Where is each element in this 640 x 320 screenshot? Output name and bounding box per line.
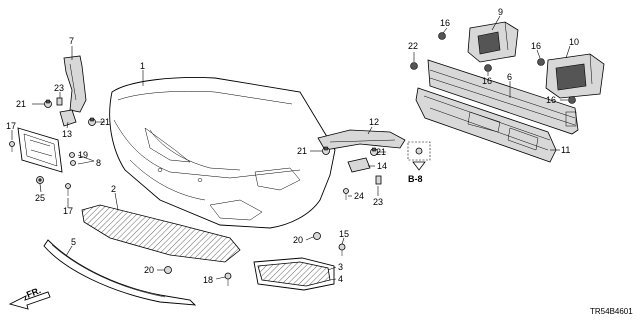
side-mounting-bracket (317, 129, 406, 151)
license-plate-base (17, 127, 63, 173)
callout-22: 22 (408, 41, 418, 51)
callout-17a: 17 (6, 121, 16, 131)
callout-21b: 21 (100, 117, 110, 127)
bolt-16d (568, 96, 576, 104)
callout-16c: 16 (531, 41, 541, 51)
callout-23b: 23 (373, 197, 383, 207)
callout-4: 4 (338, 274, 343, 284)
callout-16d: 16 (546, 95, 556, 105)
nut-25 (36, 176, 44, 184)
clip-23b (375, 175, 382, 185)
screw-15 (338, 243, 346, 256)
fasteners (9, 32, 576, 286)
screw-19 (69, 152, 76, 166)
callout-20a: 20 (293, 235, 303, 245)
callout-11: 11 (561, 145, 570, 155)
callout-12: 12 (369, 117, 379, 127)
callout-3: 3 (338, 262, 343, 272)
clip-21d (370, 147, 378, 156)
callout-15: 15 (339, 229, 349, 239)
callout-18: 18 (203, 275, 213, 285)
clip-20b (164, 266, 172, 274)
lower-grille (81, 204, 241, 263)
lower-molding (43, 239, 197, 306)
front-direction-arrow (8, 291, 51, 310)
beam-extension-lower (545, 53, 605, 99)
callout-25: 25 (35, 193, 45, 203)
callout-7: 7 (69, 36, 74, 46)
leader-lines (11, 15, 571, 281)
callout-16a: 16 (440, 18, 450, 28)
clip-21b (88, 117, 96, 126)
clip-21c (322, 146, 330, 155)
callout-2: 2 (111, 184, 116, 194)
callout-10: 10 (569, 37, 579, 47)
callout-8: 8 (96, 158, 101, 168)
clip-21a (44, 99, 52, 108)
bolt-16c (537, 58, 545, 66)
bracket-13 (59, 109, 77, 127)
bracket-14 (347, 157, 371, 173)
screw-18 (224, 272, 232, 286)
callout-21d: 21 (376, 147, 386, 157)
callout-21a: 21 (16, 99, 26, 109)
ref-b8 (407, 141, 431, 171)
callout-21c: 21 (297, 146, 307, 156)
callout-13: 13 (62, 129, 72, 139)
screw-24 (343, 188, 349, 200)
bolt-16b (484, 64, 492, 72)
callout-labels: 1 2 3 4 5 6 7 8 9 10 11 12 13 14 15 16 1… (6, 7, 633, 316)
bumper-absorber (415, 87, 557, 163)
callout-24: 24 (354, 191, 364, 201)
screw-17a (9, 141, 15, 152)
callout-23a: 23 (54, 83, 64, 93)
callout-20b: 20 (144, 265, 154, 275)
callout-17b: 17 (63, 206, 73, 216)
callout-19: 19 (78, 150, 88, 160)
callout-6: 6 (507, 72, 512, 82)
callout-9: 9 (498, 7, 503, 17)
side-spacer-bracket (63, 55, 87, 113)
clip-20a (313, 232, 321, 240)
front-bumper-face (109, 77, 336, 229)
diagram-code: TR54B4601 (590, 307, 633, 316)
bolt-22 (410, 62, 418, 70)
ref-label: B-8 (408, 174, 423, 184)
fog-grille (253, 257, 335, 291)
beam-extension-upper (467, 21, 519, 63)
clip-23a (56, 97, 63, 106)
screw-17b (65, 183, 71, 196)
callout-1: 1 (140, 61, 145, 71)
callout-5: 5 (71, 237, 76, 247)
callout-16b: 16 (482, 76, 492, 86)
callout-14: 14 (377, 161, 387, 171)
bumper-beam (427, 59, 579, 135)
bolt-16a (438, 32, 446, 40)
